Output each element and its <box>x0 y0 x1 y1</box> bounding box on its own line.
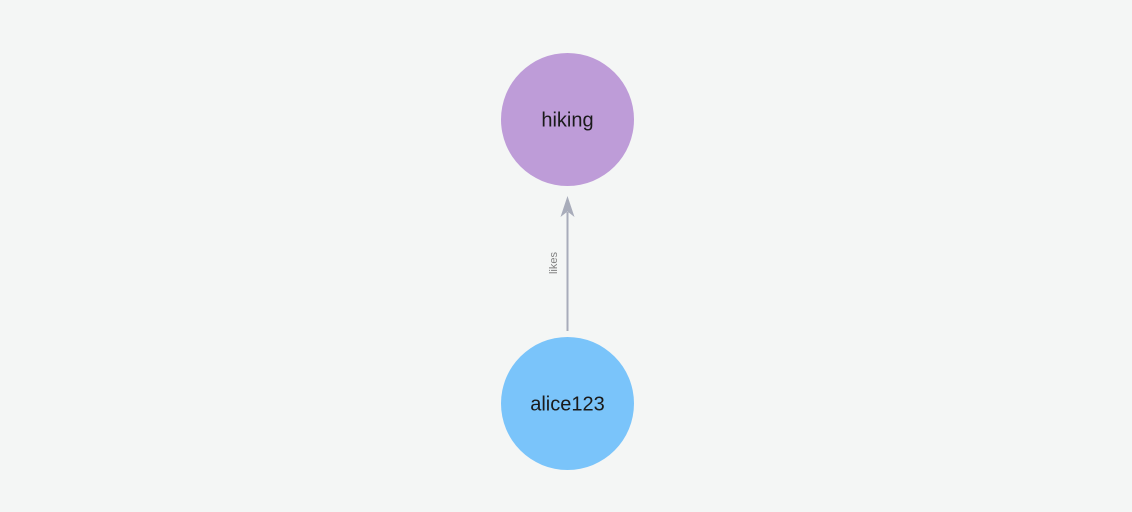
node-alice123-circle[interactable] <box>501 337 634 470</box>
node-hiking[interactable]: hiking <box>501 53 634 186</box>
arrow-head-icon <box>560 196 575 217</box>
node-alice123[interactable]: alice123 <box>501 337 634 470</box>
node-hiking-circle[interactable] <box>501 53 634 186</box>
